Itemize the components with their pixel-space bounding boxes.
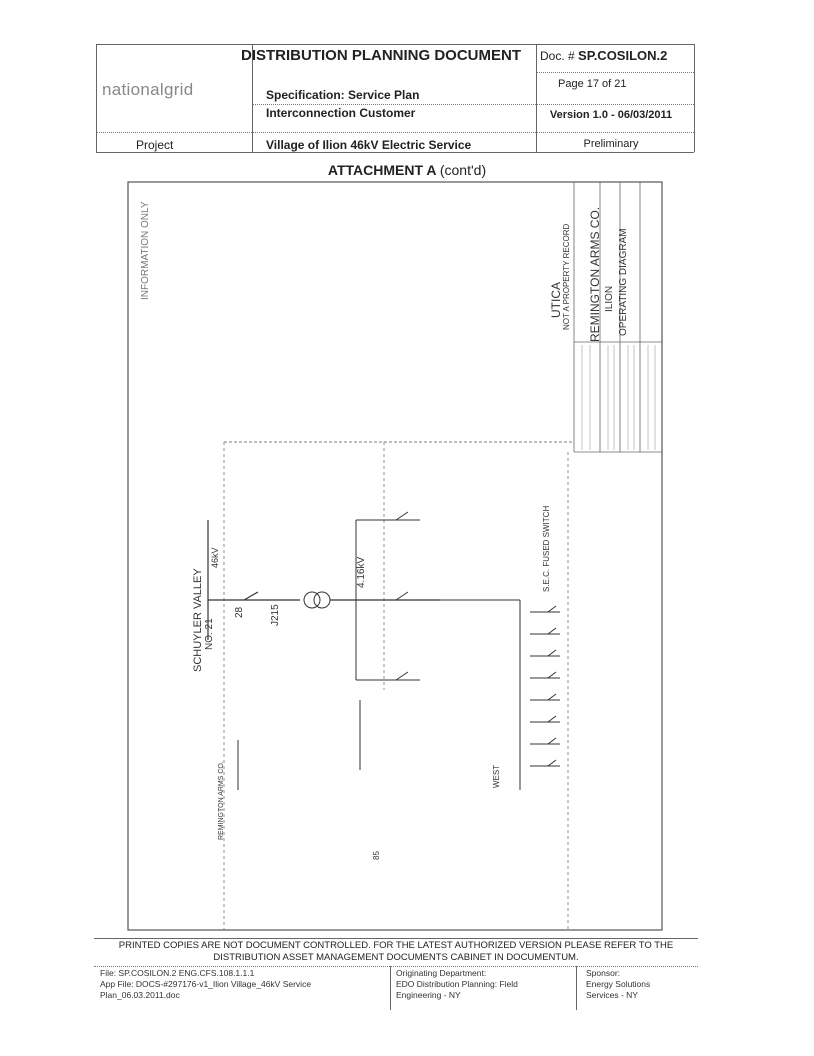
revision-table (581, 345, 656, 450)
header-divider (96, 132, 694, 133)
station-number-label: NO. 21 (204, 618, 215, 650)
doc-number: Doc. # SP.COSILON.2 (540, 48, 667, 63)
header-col-divider-1 (252, 44, 253, 152)
header-divider-2 (252, 104, 694, 105)
utica-label: UTICA (549, 282, 563, 318)
j215-label: J215 (270, 604, 281, 626)
header-bottom-border (96, 152, 694, 153)
national-grid-logo: nationalgrid (102, 80, 194, 99)
west-label: WEST (492, 764, 501, 788)
transformer-winding-1 (303, 591, 321, 609)
fused-switches (530, 605, 560, 767)
sponsor-value-2: Services - NY (586, 990, 638, 1000)
breaker-28-label: 28 (234, 606, 245, 618)
document-title: DISTRIBUTION PLANNING DOCUMENT (241, 47, 521, 64)
info-only-label: INFORMATION ONLY (140, 201, 151, 300)
remington-arms-title: REMINGTON ARMS CO. (588, 206, 602, 342)
feeder-number-label: 85 (372, 851, 381, 860)
originating-value-1: EDO Distribution Planning: Field (396, 979, 518, 989)
doc-number-label: Doc. # (540, 49, 575, 63)
plan-file-name: Plan_06.03.2011.doc (100, 990, 180, 1000)
46kv-label: 46kV (210, 547, 220, 568)
footer-sponsor: Sponsor: Energy Solutions Services - NY (586, 968, 650, 1001)
specification-label: Specification: Service Plan (266, 88, 420, 102)
switch-upper (395, 511, 409, 521)
file-name: File: SP.COSILON.2 ENG.CFS.108.1.1.1 (100, 968, 255, 978)
document-header: nationalgrid DISTRIBUTION PLANNING DOCUM… (96, 44, 695, 153)
attachment-suffix: (cont'd) (439, 162, 487, 178)
operating-diagram-label: OPERATING DIAGRAM (618, 228, 629, 336)
header-right-border (694, 44, 695, 152)
footer-divider (94, 966, 698, 967)
controlled-copy-warning: PRINTED COPIES ARE NOT DOCUMENT CONTROLL… (94, 940, 698, 964)
app-file-name: App File: DOCS-#297176-v1_Ilion Village_… (100, 979, 312, 989)
sec-fused-switch-label: S.E.C. FUSED SWITCH (542, 505, 551, 592)
breaker-28 (243, 591, 259, 601)
project-label: Project (136, 138, 174, 152)
schuyler-valley-label: SCHUYLER VALLEY (192, 568, 204, 672)
warning-line-2: DISTRIBUTION ASSET MANAGEMENT DOCUMENTS … (213, 952, 579, 963)
diagram-frame (127, 181, 663, 931)
footer-originating-dept: Originating Department: EDO Distribution… (396, 968, 518, 1001)
sponsor-label: Sponsor: (586, 968, 621, 978)
footer-file-info: File: SP.COSILON.2 ENG.CFS.108.1.1.1 App… (100, 968, 311, 1001)
switch-lower (395, 671, 409, 681)
416kv-label: 4.16kV (356, 556, 367, 588)
document-footer: PRINTED COPIES ARE NOT DOCUMENT CONTROLL… (94, 938, 698, 1010)
header-left-border (96, 44, 97, 152)
header-col-divider-2 (536, 44, 537, 152)
footer-col-divider-1 (390, 966, 391, 1010)
attachment-label: ATTACHMENT A (327, 162, 436, 178)
warning-line-1: PRINTED COPIES ARE NOT DOCUMENT CONTROLL… (118, 940, 674, 951)
ilion-label: ILION (604, 285, 615, 312)
originating-label: Originating Department: (396, 968, 487, 978)
project-name: Village of Ilion 46kV Electric Service (266, 138, 472, 152)
status-preliminary: Preliminary (583, 138, 639, 150)
not-property-record-label: NOT A PROPERTY RECORD (562, 223, 571, 330)
page-number: Page 17 of 21 (558, 78, 627, 90)
header-divider-3 (536, 72, 694, 73)
interconnection-label: Interconnection Customer (266, 106, 416, 120)
sponsor-value-1: Energy Solutions (586, 979, 651, 989)
footer-col-divider-2 (576, 966, 577, 1010)
doc-number-value: SP.COSILON.2 (578, 48, 668, 63)
originating-value-2: Engineering - NY (396, 990, 461, 1000)
version-date: Version 1.0 - 06/03/2011 (549, 109, 673, 121)
header-top-border (96, 44, 694, 45)
attachment-title: ATTACHMENT A (cont'd) (0, 162, 814, 178)
switch-middle (395, 591, 409, 601)
remington-arms-feeder-label: REMINGTON ARMS CO. (218, 761, 225, 840)
footer-top-border (94, 938, 698, 939)
transformer-winding-2 (313, 591, 331, 609)
